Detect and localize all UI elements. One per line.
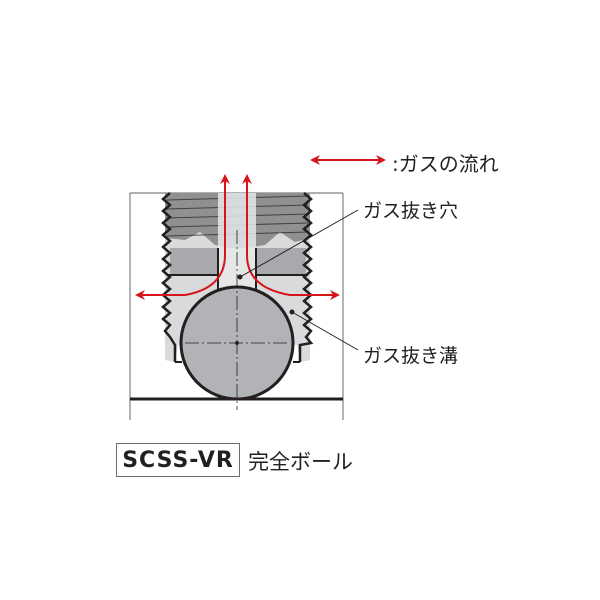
vent-groove-label: ガス抜き溝 <box>363 345 459 367</box>
gas-flow-arrows <box>135 174 340 300</box>
leader-lines <box>237 209 359 351</box>
legend-gas-flow-label: :ガスの流れ <box>392 152 499 176</box>
model-number-badge: SCSS-VR <box>116 443 240 477</box>
vent-hole-label: ガス抜き穴 <box>363 200 459 222</box>
model-description: 完全ボール <box>248 450 353 474</box>
center-lines <box>185 230 290 410</box>
